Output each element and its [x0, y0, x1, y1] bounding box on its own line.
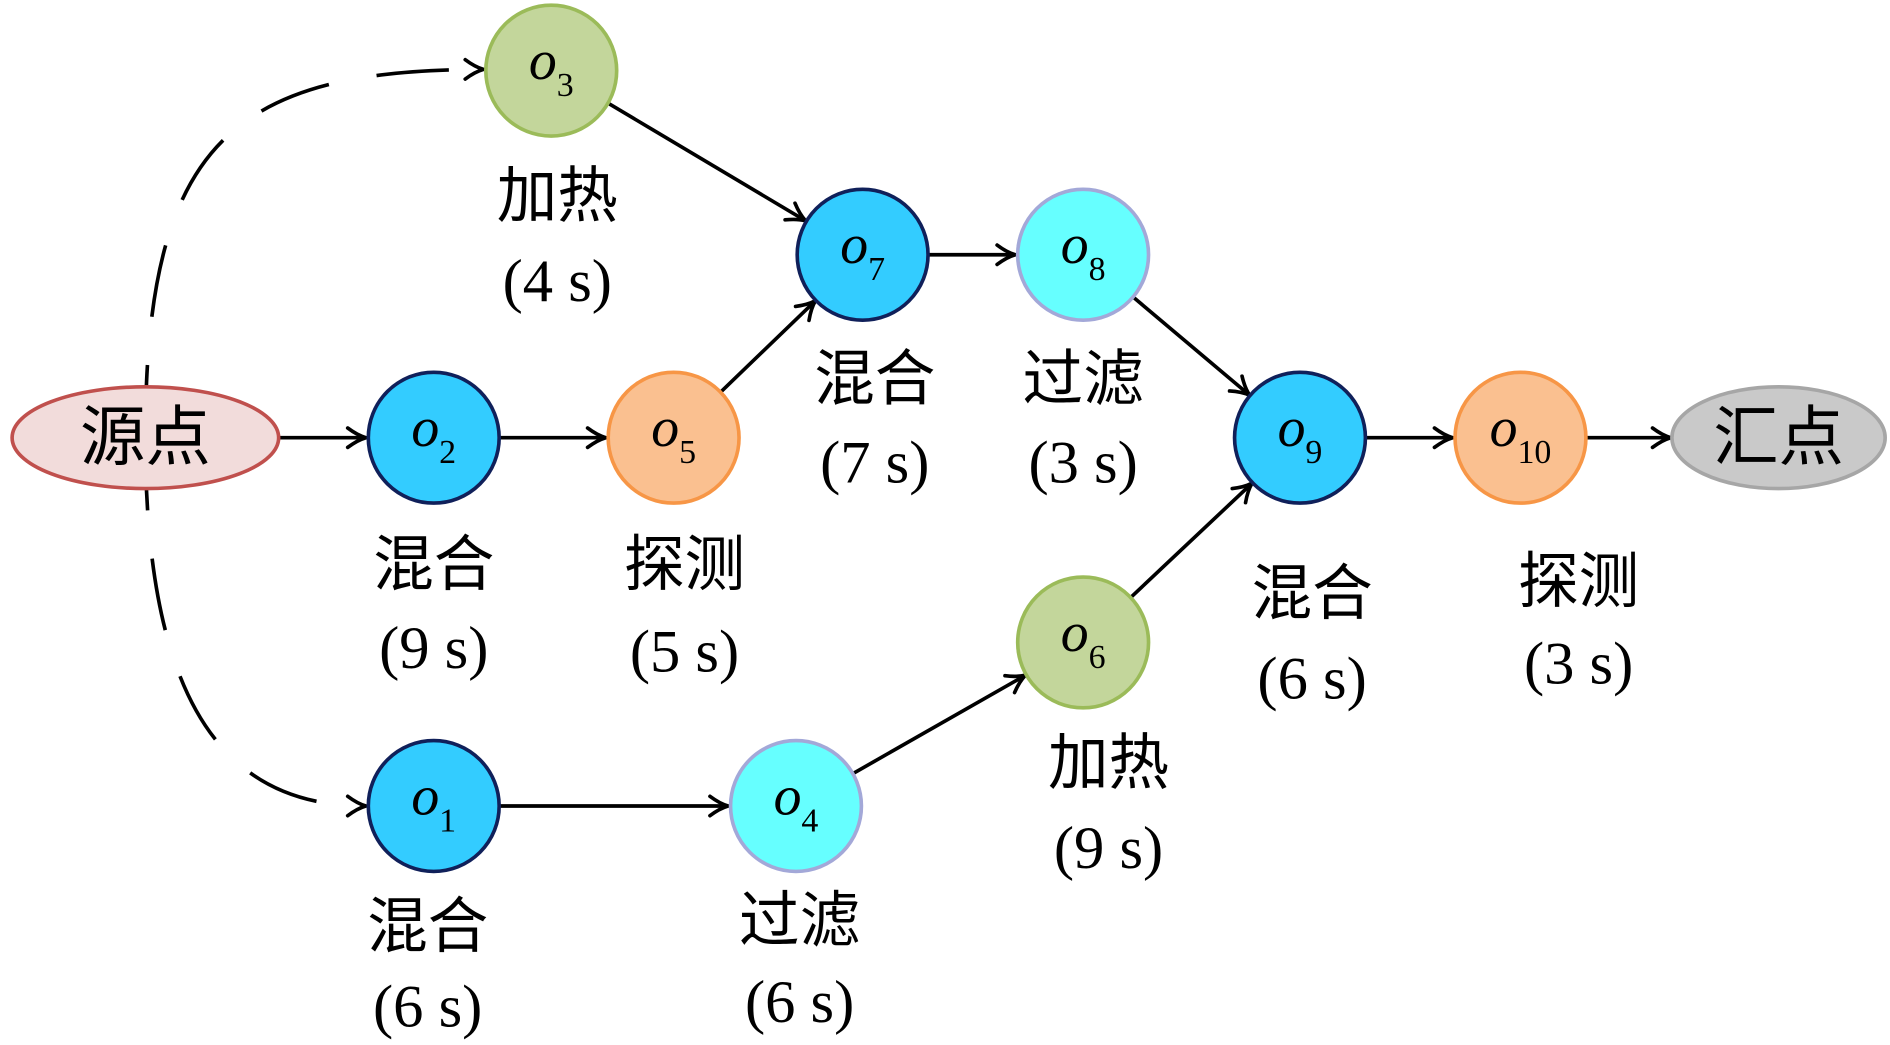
node-o9-operation: 混合 [1252, 559, 1373, 629]
edge-o5-o7 [720, 301, 815, 393]
node-o5-symbol: o5 [651, 397, 696, 471]
node-o3-operation: 加热 [497, 162, 618, 232]
node-o5-symbol-index: 5 [679, 434, 696, 471]
node-o8-operation: 过滤 [1023, 345, 1144, 415]
node-o3-symbol-letter: o [529, 30, 557, 92]
node-o2: o2 混合 (9 s) [366, 370, 501, 682]
node-o10-symbol-letter: o [1490, 397, 1518, 459]
node-o10-duration: (3 s) [1524, 631, 1633, 698]
node-o9: o9 混合 (6 s) [1232, 370, 1373, 712]
edge-o6-o9 [1130, 483, 1253, 598]
node-o2-symbol-letter: o [411, 397, 439, 459]
sink-label: 汇点 [1713, 400, 1844, 476]
node-o2-circle [366, 370, 501, 505]
node-o2-operation: 混合 [373, 530, 494, 600]
node-o1-circle [366, 738, 501, 874]
node-o5-symbol-letter: o [651, 397, 679, 459]
node-o7-operation: 混合 [814, 345, 935, 415]
node-o1-symbol: o1 [411, 765, 456, 839]
node-o4-symbol-letter: o [774, 765, 802, 827]
edge-o4-o6 [852, 675, 1026, 775]
node-o5: o5 探测 (5 s) [606, 370, 745, 686]
node-o3-duration: (4 s) [503, 248, 612, 315]
node-o6-operation: 加热 [1048, 729, 1169, 799]
node-o2-symbol: o2 [411, 397, 456, 471]
node-o5-circle [606, 370, 741, 505]
node-o2-symbol-index: 2 [439, 434, 456, 471]
source-ellipse [10, 384, 281, 491]
node-o6: o6 加热 (9 s) [1015, 575, 1169, 882]
node-o5-duration: (5 s) [630, 619, 739, 686]
node-o2-duration: (9 s) [379, 615, 488, 682]
node-o6-symbol-letter: o [1061, 602, 1089, 664]
node-o3-symbol-index: 3 [557, 67, 574, 104]
sink-node: 汇点 [1670, 384, 1887, 491]
node-o4-duration: (6 s) [745, 969, 854, 1036]
node-o4-operation: 过滤 [739, 886, 860, 956]
node-o7-duration: (7 s) [820, 430, 929, 497]
source-node: 源点 [10, 384, 281, 491]
node-o1: o1 混合 (6 s) [366, 738, 501, 1041]
node-o3-symbol: o3 [529, 30, 574, 104]
node-o6-circle [1015, 575, 1151, 710]
node-o1-symbol-index: 1 [439, 802, 456, 839]
node-o7: o7 混合 (7 s) [795, 187, 935, 497]
node-o5-operation: 探测 [624, 530, 745, 600]
node-o10-circle [1453, 370, 1588, 505]
node-o7-symbol-index: 7 [868, 251, 885, 288]
node-o9-symbol-index: 9 [1305, 434, 1322, 471]
node-o1-symbol-letter: o [411, 765, 439, 827]
node-o6-duration: (9 s) [1054, 815, 1163, 882]
node-o4-symbol-index: 4 [801, 802, 818, 839]
node-o9-duration: (6 s) [1257, 645, 1366, 712]
node-o9-circle [1232, 370, 1368, 505]
node-o10-operation: 探测 [1518, 547, 1639, 617]
node-o10: o10 探测 (3 s) [1453, 370, 1639, 698]
node-o7-symbol-letter: o [840, 214, 868, 276]
node-o7-symbol: o7 [840, 214, 885, 288]
node-o3: o3 加热 (4 s) [484, 3, 619, 315]
node-o10-symbol: o10 [1490, 397, 1552, 471]
node-o1-duration: (6 s) [373, 974, 482, 1041]
edge-source-o1 [143, 437, 366, 806]
node-o10-symbol-index: 10 [1517, 434, 1551, 471]
edge-o3-o7 [607, 101, 806, 220]
node-o1-operation: 混合 [367, 892, 488, 962]
sink-ellipse [1670, 384, 1887, 491]
edge-source-o3 [143, 69, 483, 438]
node-o4-circle [728, 738, 864, 874]
node-o8-symbol: o8 [1061, 214, 1106, 288]
node-o7-circle [795, 187, 930, 322]
node-o6-symbol-index: 6 [1089, 639, 1106, 676]
node-o8-circle [1015, 187, 1151, 322]
node-o8-symbol-letter: o [1061, 214, 1089, 276]
node-o8-symbol-index: 8 [1089, 251, 1106, 288]
edge-o8-o9 [1132, 296, 1250, 396]
node-o4-symbol: o4 [774, 765, 819, 839]
node-o6-symbol: o6 [1061, 602, 1106, 676]
source-label: 源点 [80, 400, 211, 476]
node-o9-symbol-letter: o [1278, 397, 1306, 459]
node-o9-symbol: o9 [1278, 397, 1323, 471]
node-o4: o4 过滤 (6 s) [728, 738, 864, 1036]
node-o8-duration: (3 s) [1028, 430, 1137, 497]
node-o3-circle [484, 3, 619, 138]
node-o8: o8 过滤 (3 s) [1015, 187, 1151, 497]
